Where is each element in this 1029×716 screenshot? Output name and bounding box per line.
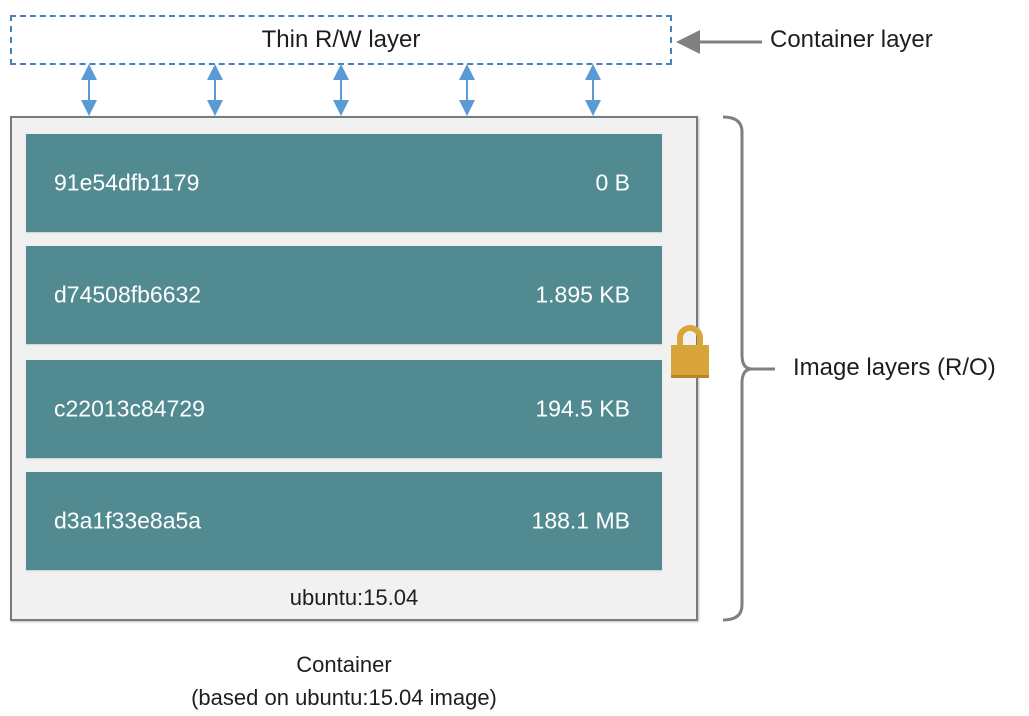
thin-rw-layer-label: Thin R/W layer <box>261 26 421 53</box>
layer-size: 194.5 KB <box>535 395 630 422</box>
layer-size: 188.1 MB <box>531 507 630 534</box>
layer-id: d74508fb6632 <box>54 281 202 308</box>
layer-size: 0 B <box>595 169 630 196</box>
caption-title: Container <box>296 652 392 677</box>
layer-id: d3a1f33e8a5a <box>54 507 202 534</box>
image-layer: d74508fb6632 1.895 KB <box>26 246 662 344</box>
container-caption: Container (based on ubuntu:15.04 image) <box>0 648 688 714</box>
image-layer: 91e54dfb1179 0 B <box>26 134 662 232</box>
caption-subtitle: (based on ubuntu:15.04 image) <box>191 685 497 710</box>
image-name-label: ubuntu:15.04 <box>289 585 419 610</box>
image-layers-box: 91e54dfb1179 0 B d74508fb6632 1.895 KB c… <box>10 116 698 621</box>
image-layers-brace-icon <box>722 115 775 622</box>
rw-connector-arrows <box>81 64 601 116</box>
padlock-icon <box>671 325 709 378</box>
image-layers-label: Image layers (R/O) <box>793 354 996 381</box>
layer-id: c22013c84729 <box>54 395 205 422</box>
container-layer-label: Container layer <box>770 26 933 53</box>
layer-id: 91e54dfb1179 <box>54 169 200 196</box>
layer-size: 1.895 KB <box>535 281 630 308</box>
image-layer: d3a1f33e8a5a 188.1 MB <box>26 472 662 570</box>
image-layer: c22013c84729 194.5 KB <box>26 360 662 458</box>
